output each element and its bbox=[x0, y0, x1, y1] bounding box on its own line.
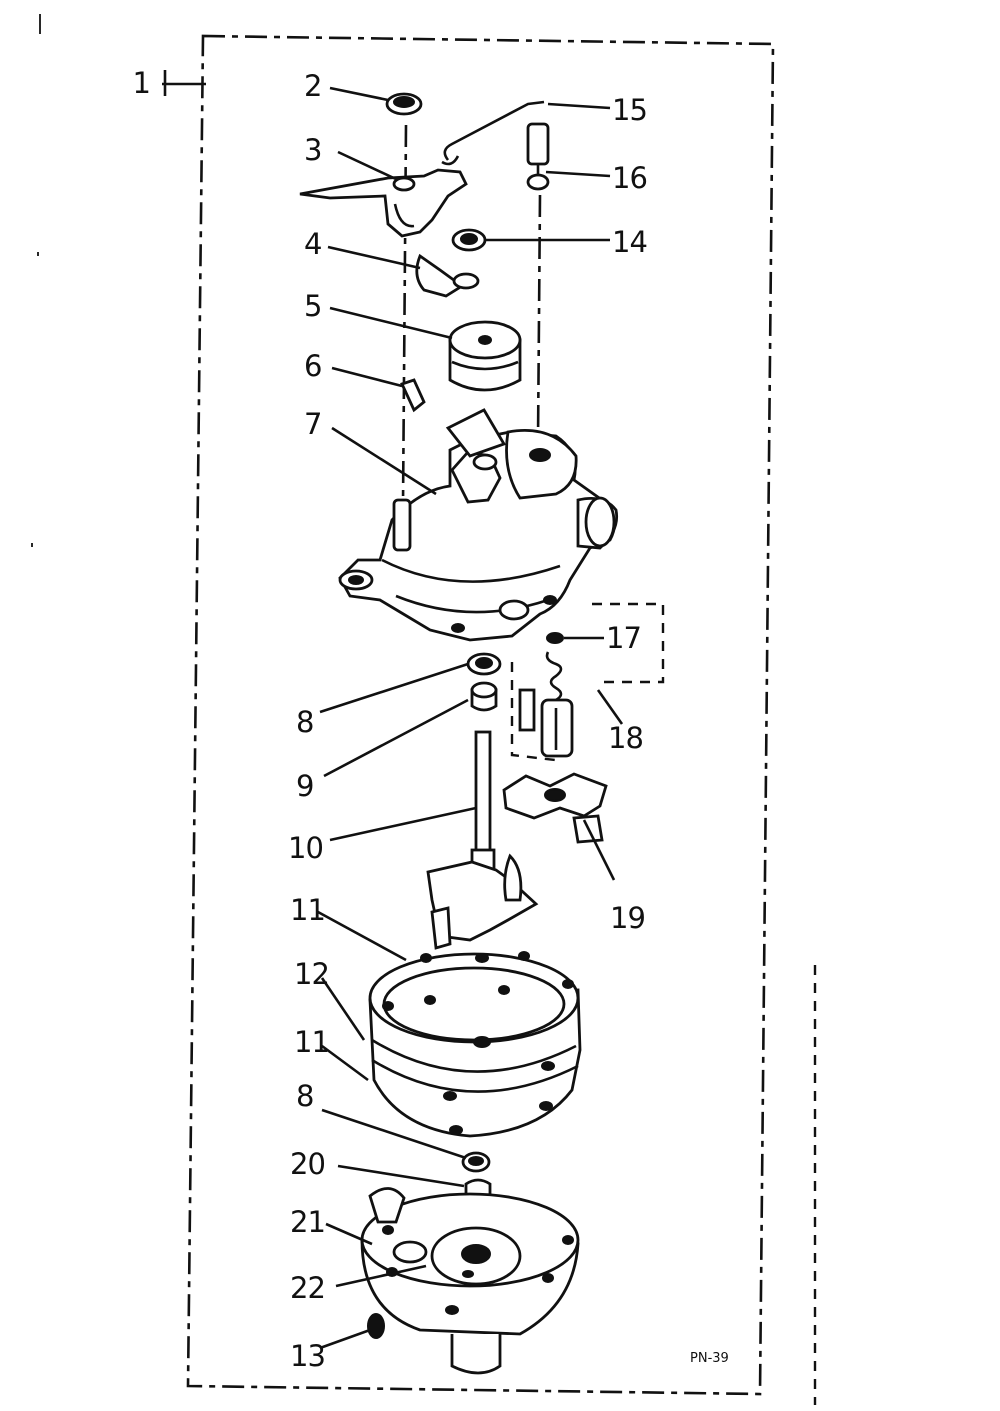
part-7-pump-housing bbox=[338, 408, 619, 642]
callout-18: 18 bbox=[608, 721, 643, 755]
callout-labels: 1 2 3 4 5 6 7 8 9 10 11 12 11 8 20 21 22… bbox=[133, 66, 729, 1373]
part-6-key bbox=[400, 378, 426, 413]
callout-9: 9 bbox=[296, 769, 313, 803]
part-2-nut bbox=[385, 92, 423, 116]
callout-16: 16 bbox=[612, 161, 647, 195]
callout-2: 2 bbox=[304, 69, 321, 103]
callout-4: 4 bbox=[304, 227, 321, 261]
subassembly-18-frame bbox=[510, 602, 665, 762]
part-22-impeller-plate bbox=[392, 1226, 522, 1286]
callout-8-lower: 8 bbox=[296, 1079, 313, 1113]
centerline-right bbox=[536, 194, 542, 441]
part-8-washer-lower bbox=[461, 1151, 491, 1173]
callout-7: 7 bbox=[304, 407, 321, 441]
part-8-washer-upper bbox=[466, 652, 502, 676]
callout-20: 20 bbox=[290, 1147, 325, 1181]
callout-13: 13 bbox=[290, 1339, 325, 1373]
callout-11-lower: 11 bbox=[294, 1025, 329, 1059]
part-11-12-pump-ring-housing bbox=[368, 951, 582, 1138]
callout-10: 10 bbox=[288, 831, 323, 865]
callout-22: 22 bbox=[290, 1271, 325, 1305]
leader-lines bbox=[162, 70, 624, 1350]
callout-3: 3 bbox=[304, 133, 321, 167]
callout-19: 19 bbox=[610, 901, 645, 935]
callout-11-upper: 11 bbox=[290, 893, 325, 927]
part-14-washer bbox=[451, 228, 487, 252]
part-18-valve bbox=[518, 651, 574, 758]
part-3-lever-bracket bbox=[299, 168, 468, 238]
part-15-wire bbox=[441, 100, 545, 166]
part-9-bushing bbox=[470, 681, 498, 712]
part-4-clip bbox=[415, 253, 480, 298]
callout-12: 12 bbox=[294, 957, 329, 991]
callout-15: 15 bbox=[612, 93, 647, 127]
callout-6: 6 bbox=[304, 349, 321, 383]
callout-21: 21 bbox=[290, 1205, 325, 1239]
part-16-pin bbox=[526, 122, 550, 191]
callout-14: 14 bbox=[612, 225, 647, 259]
drawing-code: PN-39 bbox=[690, 1351, 729, 1366]
assembly-frame bbox=[186, 34, 775, 1396]
part-10-shaft-impeller bbox=[426, 730, 539, 950]
part-19-seal bbox=[502, 772, 608, 844]
callout-8-upper: 8 bbox=[296, 705, 313, 739]
callout-1: 1 bbox=[133, 66, 150, 100]
part-17-nut bbox=[546, 632, 564, 644]
callout-17: 17 bbox=[606, 621, 641, 655]
part-13-screw bbox=[367, 1313, 385, 1339]
callout-5: 5 bbox=[304, 289, 321, 323]
part-5-pulley bbox=[448, 320, 522, 392]
